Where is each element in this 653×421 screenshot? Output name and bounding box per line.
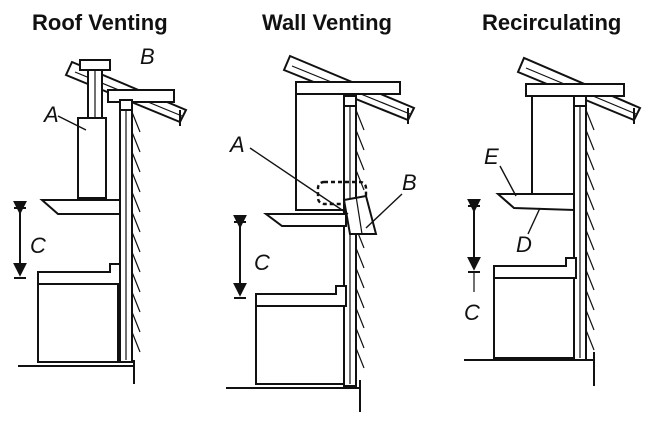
range-hood	[498, 194, 574, 210]
label-c-wall: C	[254, 250, 270, 275]
roof-venting-panel: Roof Venting	[14, 10, 186, 384]
range	[38, 264, 120, 362]
wall-venting-title: Wall Venting	[262, 10, 392, 35]
recirculating-title: Recirculating	[482, 10, 621, 35]
label-d-recirc: D	[516, 232, 532, 257]
label-a-wall: A	[228, 132, 245, 157]
range-hood	[42, 200, 120, 214]
range	[256, 286, 346, 384]
leader-e-recirc	[500, 166, 516, 196]
label-a-roof: A	[42, 102, 59, 127]
leader-d-recirc	[528, 208, 540, 234]
range	[494, 258, 576, 358]
siding	[356, 110, 364, 368]
roof-venting-title: Roof Venting	[32, 10, 168, 35]
label-b-wall: B	[402, 170, 417, 195]
label-c-recirc: C	[464, 300, 480, 325]
range-hood	[266, 214, 346, 226]
label-b-roof: B	[140, 44, 155, 69]
label-e-recirc: E	[484, 144, 499, 169]
leader-b-wall	[366, 194, 402, 228]
wall-column	[120, 100, 132, 362]
label-c-roof: C	[30, 233, 46, 258]
dimension-c-recirc	[468, 206, 480, 292]
dimension-c-roof	[14, 208, 26, 278]
dimension-c-wall	[234, 222, 246, 298]
siding	[132, 112, 140, 352]
wall-duct	[344, 196, 376, 234]
wall-venting-panel: Wall Venting	[226, 10, 417, 412]
siding	[586, 110, 594, 350]
recirculating-panel: Recirculating E	[464, 10, 640, 386]
